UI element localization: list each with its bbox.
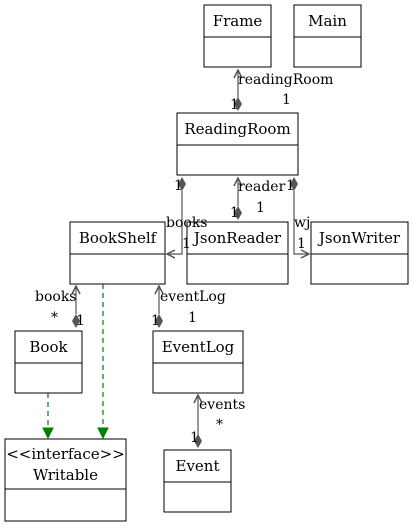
class-readingroom[interactable]: ReadingRoom: [176, 112, 299, 176]
edge-readingroom-jsonwriter: [290, 177, 309, 254]
multiplicity-label: *: [216, 417, 223, 433]
multiplicity-label: 1: [76, 313, 85, 329]
role-label: events: [199, 397, 245, 413]
multiplicity-label: *: [51, 310, 58, 326]
edge-bookshelf-book: [72, 286, 80, 328]
multiplicity-label: 1: [230, 205, 239, 221]
edge-readingroom-jsonreader: [234, 178, 242, 220]
edge-bookshelf-eventlog: [155, 286, 163, 328]
edge-eventlog-event: [194, 395, 202, 448]
composition-diamond: [234, 206, 242, 220]
multiplicity-label: 1: [282, 92, 291, 108]
class-main[interactable]: Main: [293, 4, 362, 68]
multiplicity-label: 1: [230, 97, 239, 113]
multiplicity-label: 1: [151, 313, 160, 329]
class-eventlog[interactable]: EventLog: [152, 330, 244, 394]
role-label: reader: [238, 179, 286, 195]
composition-diamond: [194, 434, 202, 448]
class-bookshelf[interactable]: BookShelf: [69, 221, 166, 285]
edge-readingroom-bookshelf: [167, 177, 186, 254]
edge-frame-readingroom: [234, 70, 242, 111]
class-name: EventLog: [162, 338, 235, 356]
class-event[interactable]: Event: [163, 449, 232, 513]
composition-diamond: [234, 97, 242, 111]
realization-edges: [48, 284, 103, 437]
class-name: Book: [29, 338, 68, 356]
multiplicity-label: 1: [182, 236, 191, 252]
role-label: wj: [294, 215, 310, 231]
class-name: Frame: [213, 12, 263, 30]
multiplicity-label: 1: [188, 310, 197, 326]
composition-diamond: [178, 177, 186, 191]
class-frame[interactable]: Frame: [203, 4, 272, 68]
role-label: eventLog: [160, 289, 226, 305]
association-edges: [72, 70, 309, 448]
role-label: books: [166, 215, 208, 231]
class-name: Writable: [33, 466, 98, 484]
multiplicity-label: 1: [286, 178, 295, 194]
class-name: Event: [176, 457, 220, 475]
edge-labels: readingRoom 1 1 reader 1 1 books 1 1 wj …: [35, 72, 333, 446]
class-book[interactable]: Book: [14, 330, 83, 394]
class-jsonreader[interactable]: JsonReader: [186, 221, 289, 285]
multiplicity-label: 1: [297, 236, 306, 252]
role-label: readingRoom: [238, 72, 333, 88]
composition-diamond: [155, 314, 163, 328]
class-name: JsonWriter: [317, 229, 401, 247]
role-label: books: [35, 289, 77, 305]
class-name: JsonReader: [192, 229, 282, 247]
class-name: Main: [308, 12, 347, 30]
interface-stereotype: <<interface>>: [6, 445, 125, 463]
composition-diamond: [290, 177, 298, 191]
multiplicity-label: 1: [190, 430, 199, 446]
class-name: BookShelf: [79, 229, 158, 247]
multiplicity-label: 1: [174, 178, 183, 194]
class-name: ReadingRoom: [184, 120, 290, 138]
multiplicity-label: 1: [256, 200, 265, 216]
class-jsonwriter[interactable]: JsonWriter: [310, 221, 409, 285]
composition-diamond: [72, 314, 80, 328]
interface-writable[interactable]: <<interface>> Writable: [4, 438, 127, 522]
